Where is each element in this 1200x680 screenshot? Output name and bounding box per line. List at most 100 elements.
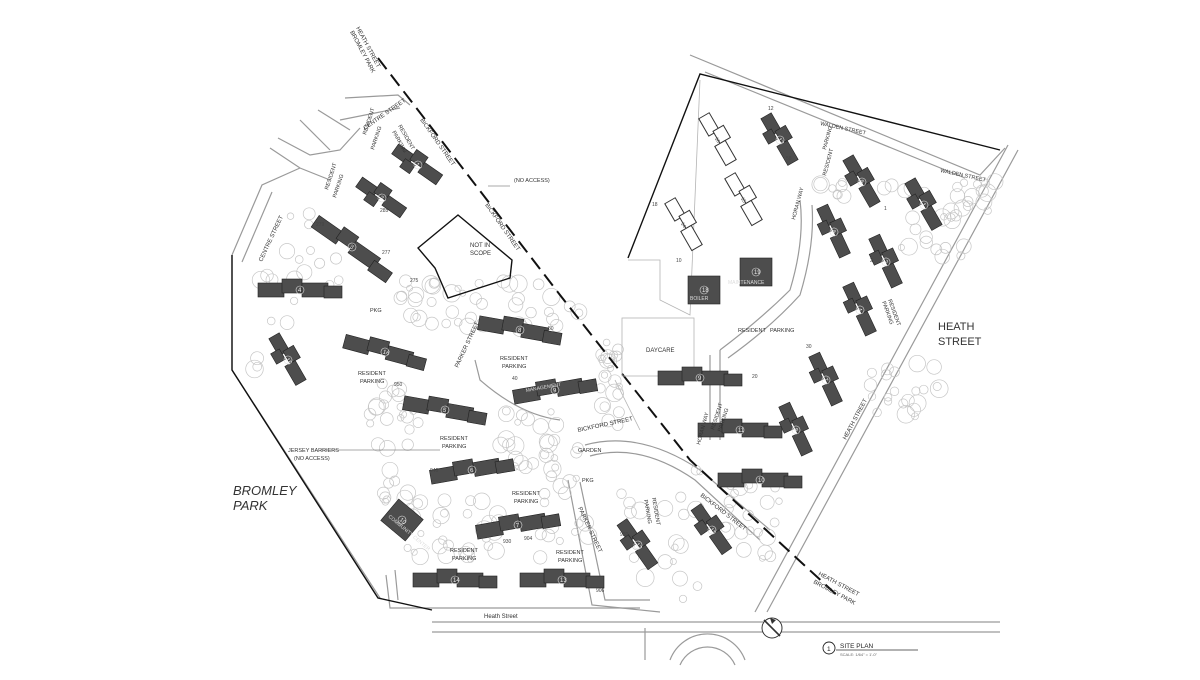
building-b13: 13 [519,568,605,589]
tree-canopy-mark [672,537,689,554]
building-footprint [920,205,943,231]
tree-canopy-mark [379,440,396,457]
building-footprint [577,378,599,395]
tree-canopy-mark [548,416,565,433]
tree-canopy-mark [410,548,418,556]
building-number-marker [413,160,423,170]
tree-canopy-mark [401,438,414,451]
tree-canopy-mark [286,212,295,220]
tree-canopy-mark [543,459,562,478]
title-block-number: 1 [827,646,831,653]
tree-canopy-mark [410,309,428,327]
building-b5: 15 [268,332,307,386]
tree-canopy-mark [978,183,997,202]
tree-canopy-mark [758,554,766,562]
tree-canopy-mark [613,406,625,419]
building-footprint [821,380,843,407]
tree-canopy-mark [672,570,688,587]
tree-canopy-mark [459,289,467,297]
building-number-marker [283,355,293,365]
tree-canopy-mark [828,184,837,193]
building-number: 16 [713,136,721,144]
tree-canopy-mark [492,436,509,454]
tree-canopy-mark [753,527,763,537]
tree-canopy-mark [939,242,952,254]
tree-canopy-mark [600,371,609,379]
tree-canopy-mark [549,319,564,333]
building-footprint [342,334,372,355]
tree-canopy-mark [412,417,424,428]
building-footprint [829,232,851,259]
building-number-marker [881,257,891,267]
building-number-marker [467,465,477,475]
building-b16: 11 [690,503,733,556]
tree-canopy-mark [539,497,550,508]
tree-canopy-mark [657,554,673,570]
building-b19: 10 [717,468,803,489]
building-number: 10 [398,517,407,526]
tree-canopy-mark [533,550,548,565]
tree-canopy-mark [290,296,299,305]
title-block-title: SITE PLAN [840,643,874,650]
building-number: 9 [553,388,558,395]
tree-canopy-mark [526,457,540,470]
tree-canopy-mark [498,405,515,423]
tree-canopy-mark [425,316,439,331]
label-resident-parking-6b: PARKING [442,444,466,450]
building-footprint [519,572,547,588]
building-number: 4 [298,288,302,294]
building-number: 10 [758,478,765,484]
tree-canopy-mark [897,244,905,251]
tree-canopy-mark [464,311,477,324]
address-1: 1 [884,206,887,212]
tree-canopy-mark [952,181,963,193]
tree-canopy-mark [411,547,429,566]
building-footprint [323,285,343,299]
labels-layer: HEATH STREET BROMLEY PARK CENTRE STREET … [233,26,987,620]
tree-canopy-mark [572,442,584,454]
tree-canopy-mark [440,509,449,518]
building-number: 11 [738,428,745,434]
tree-canopy-mark [500,275,519,293]
building-number-marker [919,200,929,210]
address-40: 40 [512,376,518,382]
building-footprint [816,219,832,236]
tree-canopy-mark [597,354,606,364]
building-number: 18 [702,288,709,294]
building-number: 1 [920,202,927,208]
area-outlines [231,73,1001,611]
tree-canopy-mark [908,354,926,373]
address-275: 275 [410,278,419,284]
tree-canopy-mark [458,545,473,560]
tree-canopy-mark [628,552,640,563]
building-b26: 1 [904,177,943,231]
building-number-marker [397,515,407,525]
tree-canopy-mark [962,200,974,211]
tree-canopy-mark [940,213,948,221]
label-pkg-2: PKG [582,478,594,484]
tree-canopy-mark [919,230,933,244]
tree-canopy-mark [909,223,922,236]
tree-canopy-mark [525,306,537,319]
tree-canopy-mark [624,505,637,519]
label-jersey-barriers-2: (NO ACCESS) [294,456,330,462]
tree-canopy-mark [981,178,991,188]
label-heath-street-right-2: STREET [938,336,982,348]
tree-canopy-mark [516,409,528,421]
building-footprint [868,249,884,266]
address-2: 2 [870,258,873,264]
building-b17: 9 [657,366,743,387]
tree-canopy-mark [403,307,419,323]
tree-canopy-mark [872,407,882,418]
label-resident-parking-7b: PARKING [514,499,538,505]
tree-canopy-mark [616,488,627,499]
tree-canopy-mark [382,495,391,504]
tree-canopy-mark [615,382,623,390]
tree-canopy-mark [431,538,448,555]
building-b27: 17 [760,112,799,166]
tree-canopy-mark [884,178,899,193]
building-b3: 3 [310,215,393,284]
address-12: 12 [768,106,774,112]
tree-canopy-mark [541,528,556,543]
building-number-marker [450,575,460,585]
